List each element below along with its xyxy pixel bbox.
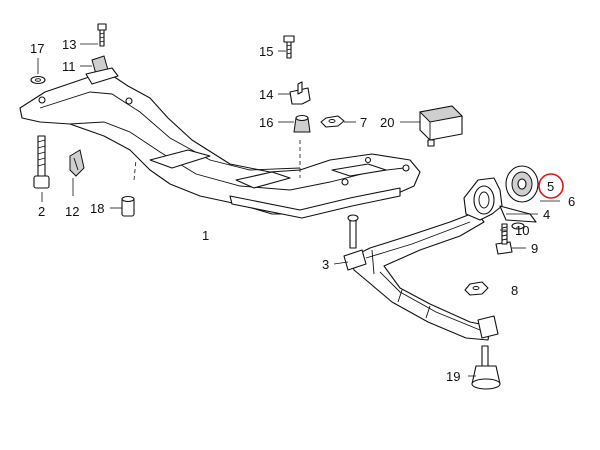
part-16-nut: [293, 114, 311, 133]
label-part-8: 8: [511, 283, 518, 298]
label-part-14: 14: [259, 87, 273, 102]
axle-carrier-drawing: [19, 60, 421, 219]
part-4-control-arm: [349, 211, 491, 341]
label-part-11: 11: [62, 59, 76, 74]
part-13-bolt: [97, 23, 107, 47]
part-11-bracket: [85, 55, 119, 85]
label-part-4: 4: [543, 207, 550, 222]
label-part-3: 3: [322, 257, 329, 272]
part-19-ball-joint: [471, 315, 501, 390]
part-8-nut: [464, 281, 489, 296]
label-part-9: 9: [531, 241, 538, 256]
label-part-15: 15: [259, 44, 273, 59]
label-part-2: 2: [38, 204, 45, 219]
part-3-ball-joint: [343, 214, 367, 271]
part-12-rubber-stop: [69, 149, 85, 177]
part-18-bush: [121, 195, 135, 217]
label-part-20: 20: [380, 115, 394, 130]
label-part-12: 12: [65, 204, 79, 219]
label-part-18: 18: [90, 201, 104, 216]
leader-lines: [37, 43, 560, 377]
part-14-clip-bracket: [289, 81, 311, 105]
label-part-10: 10: [515, 223, 529, 238]
part-17-washer: [30, 75, 46, 85]
label-part-13: 13: [62, 37, 76, 52]
label-part-7: 7: [360, 115, 367, 130]
label-part-5: 5: [547, 179, 554, 194]
label-part-17: 17: [30, 41, 44, 56]
part-5-rubber-mounting: [505, 165, 539, 203]
part-2-bolt: [33, 135, 50, 189]
label-part-19: 19: [446, 369, 460, 384]
part-10-washer: [511, 222, 525, 230]
part-labels: 17 13 11 2 12 18 1 15 14 16 7 20 3 5 6 4…: [30, 37, 575, 384]
part-9-bolt: [495, 223, 513, 255]
highlight-circle: [538, 173, 564, 199]
label-part-1: 1: [202, 228, 209, 243]
part-20-engine-mount: [418, 105, 464, 147]
part-15-bolt: [283, 35, 295, 59]
label-part-16: 16: [259, 115, 273, 130]
label-part-6: 6: [568, 194, 575, 209]
part-7-nut: [320, 115, 345, 128]
